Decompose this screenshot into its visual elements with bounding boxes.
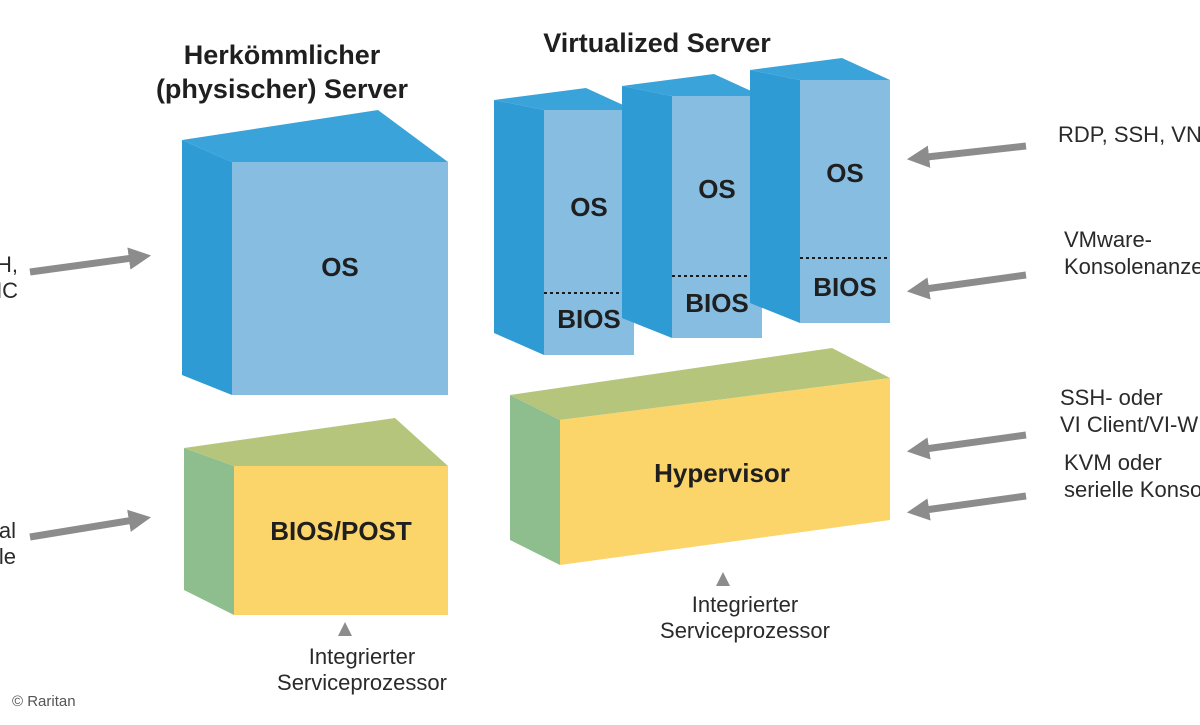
vm-1-bios-label: BIOS — [557, 304, 621, 334]
vm-3-os-label: OS — [826, 158, 864, 188]
virtual-service-processor-line1: Integrierter — [692, 592, 798, 617]
virtual-server-title: Virtualized Server — [543, 28, 771, 58]
physical-firmware-label: BIOS/POST — [270, 516, 412, 546]
vm-3-block: OS BIOS — [750, 58, 890, 323]
physical-service-processor-line2: Serviceprozessor — [277, 670, 447, 695]
right-console-label-line2: Konsolenanze — [1064, 254, 1200, 279]
vm-2-bios-label: BIOS — [685, 288, 749, 318]
physical-service-processor-pointer — [338, 622, 352, 636]
right-ssh-label-line1: SSH- oder — [1060, 385, 1163, 410]
left-bottom-label-line1: al — [0, 518, 16, 543]
vm-1-block: OS BIOS — [494, 88, 634, 355]
vm-2-os-label: OS — [698, 174, 736, 204]
hypervisor-block: Hypervisor — [510, 348, 890, 565]
physical-service-processor-line1: Integrierter — [309, 644, 415, 669]
left-top-arrow — [29, 247, 152, 276]
right-remote-arrow — [906, 142, 1027, 168]
left-bottom-arrow — [29, 509, 152, 541]
copyright-credit: © Raritan — [12, 693, 76, 710]
vm-3-bios-label: BIOS — [813, 272, 877, 302]
hypervisor-label: Hypervisor — [654, 458, 790, 488]
right-ssh-label-line2: VI Client/VI-W — [1060, 412, 1198, 437]
right-console-arrow — [906, 271, 1027, 300]
vm-1-os-label: OS — [570, 192, 608, 222]
left-top-label-line1: H, — [0, 252, 18, 277]
right-remote-label: RDP, SSH, VNC — [1058, 122, 1200, 147]
physical-server-title-line2: (physischer) Server — [156, 74, 409, 104]
right-kvm-label-line2: serielle Konso — [1064, 477, 1200, 502]
vm-2-block: OS BIOS — [622, 74, 762, 338]
left-top-label-line2: NC — [0, 278, 18, 303]
right-kvm-label-line1: KVM oder — [1064, 450, 1162, 475]
left-bottom-label-line2: le — [0, 544, 16, 569]
right-console-label-line1: VMware- — [1064, 227, 1152, 252]
right-kvm-arrow — [906, 492, 1027, 521]
virtual-service-processor-pointer — [716, 572, 730, 586]
physical-server-title-line1: Herkömmlicher — [184, 40, 381, 70]
right-ssh-arrow — [906, 431, 1027, 460]
physical-os-block: OS — [182, 110, 448, 395]
physical-os-label: OS — [321, 252, 359, 282]
physical-firmware-block: BIOS/POST — [184, 418, 448, 615]
virtual-service-processor-line2: Serviceprozessor — [660, 618, 830, 643]
